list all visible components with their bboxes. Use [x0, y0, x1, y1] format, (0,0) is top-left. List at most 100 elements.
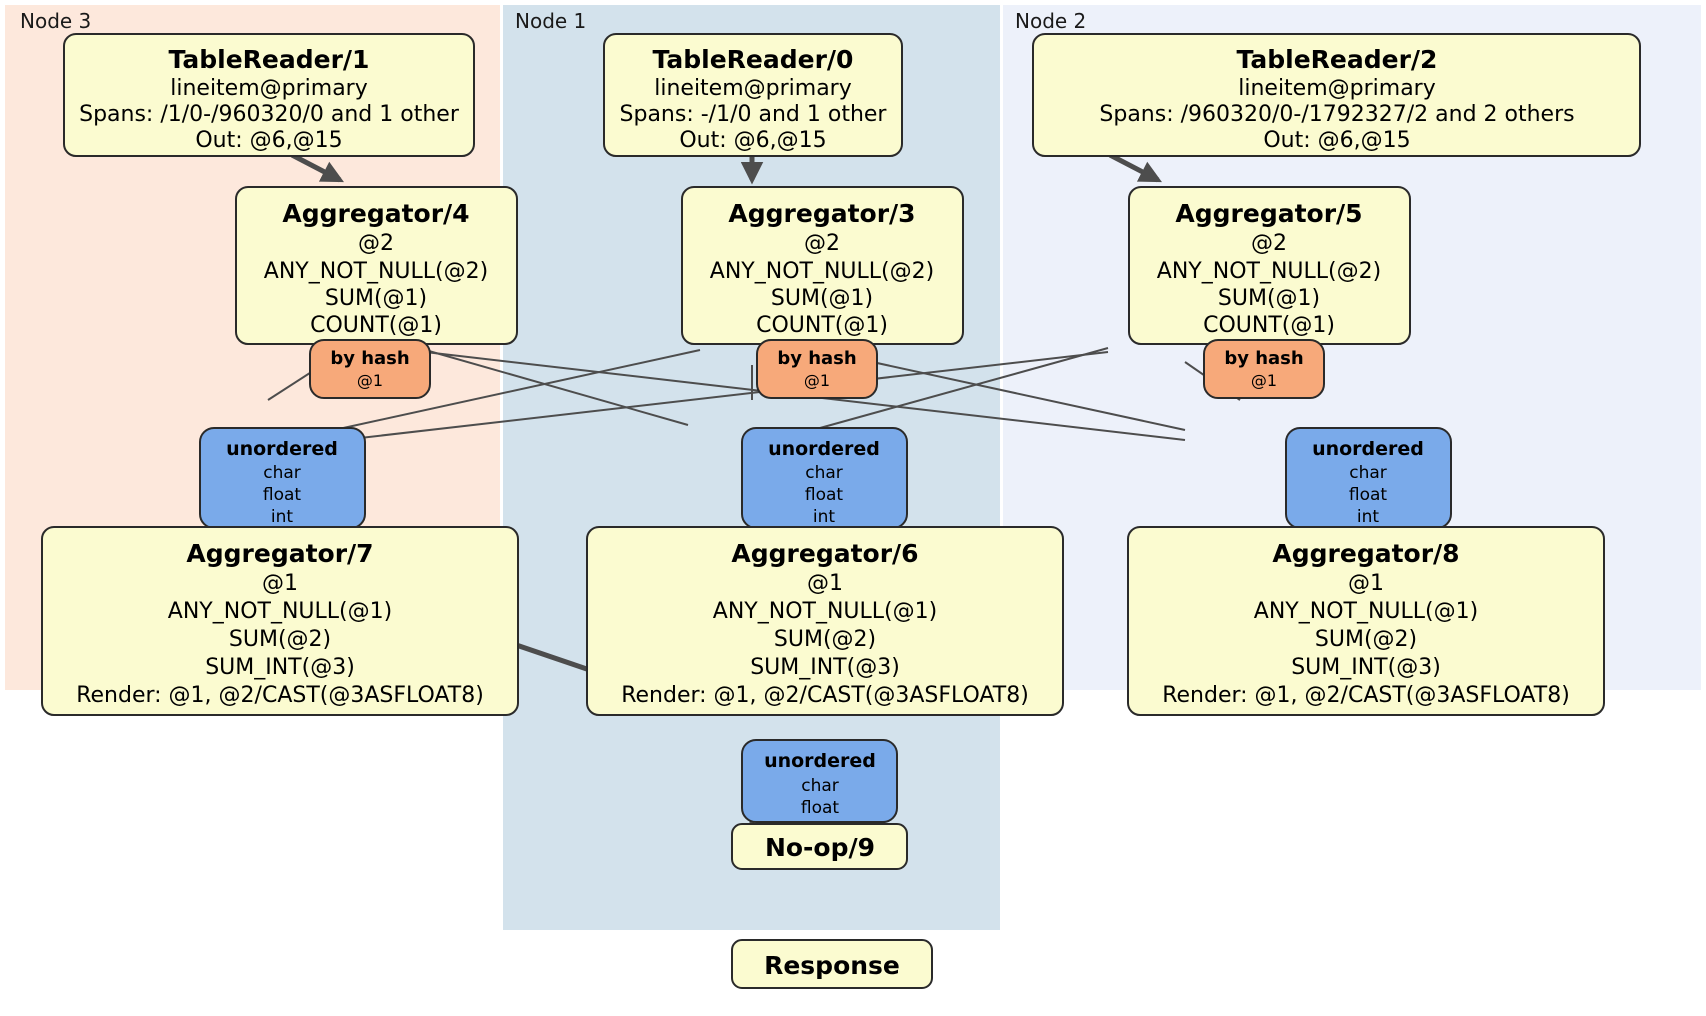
processor-box[interactable]	[731, 823, 908, 870]
processor-box[interactable]	[603, 33, 903, 157]
processor-box[interactable]	[1032, 33, 1641, 157]
processor-line-3: SUM_INT(@3)	[1291, 655, 1441, 680]
processor-title: TableReader/1	[169, 45, 370, 74]
synchronizer-unordered-right[interactable]: unordered char float int	[1285, 427, 1452, 529]
processor-line-0: lineitem@primary	[1238, 76, 1436, 101]
router-box[interactable]	[1203, 339, 1325, 399]
router-title: by hash	[330, 348, 409, 369]
processor-line-3: COUNT(@1)	[310, 313, 442, 338]
processor-aggregator-8[interactable]: Aggregator/8 @1 ANY_NOT_NULL(@1) SUM(@2)…	[1127, 526, 1605, 716]
processor-box[interactable]	[41, 526, 519, 716]
processor-box[interactable]	[1127, 526, 1605, 716]
synchronizer-title: unordered	[768, 438, 880, 460]
node-label-node2: Node 2	[1015, 9, 1086, 33]
processor-line-0: @1	[262, 571, 298, 596]
processor-aggregator-3[interactable]: Aggregator/3 @2 ANY_NOT_NULL(@2) SUM(@1)…	[681, 186, 964, 345]
processor-line-0: @1	[1348, 571, 1384, 596]
processor-line-2: Out: @6,@15	[679, 128, 826, 153]
processor-line-0: lineitem@primary	[170, 76, 368, 101]
processor-line-3: COUNT(@1)	[756, 313, 888, 338]
edge-byhash-center-to-unordered-left	[324, 349, 701, 433]
processor-line-4: Render: @1, @2/CAST(@3ASFLOAT8)	[76, 683, 484, 708]
synchronizer-line-1: float	[801, 798, 840, 818]
processor-box[interactable]	[731, 939, 933, 989]
processor-title: Response	[764, 951, 900, 980]
processor-line-1: Spans: /960320/0-/1792327/2 and 2 others	[1099, 102, 1574, 127]
synchronizer-unordered-center[interactable]: unordered char float int	[741, 427, 908, 529]
processor-line-2: SUM(@1)	[771, 286, 873, 311]
node-label-node1: Node 1	[515, 9, 586, 33]
synchronizer-line-1: float	[263, 485, 302, 505]
processor-title: Aggregator/5	[1175, 199, 1362, 228]
processor-line-3: SUM_INT(@3)	[750, 655, 900, 680]
synchronizer-box[interactable]	[741, 739, 898, 823]
edge-byhash-right-to-unordered-center	[819, 347, 1109, 429]
processor-title: Aggregator/3	[728, 199, 915, 228]
processor-line-0: @2	[358, 231, 394, 256]
router-by-hash-right[interactable]: by hash @1	[1203, 339, 1325, 399]
processor-line-2: SUM(@2)	[229, 627, 331, 652]
processor-line-0: @1	[807, 571, 843, 596]
processor-line-0: lineitem@primary	[654, 76, 852, 101]
router-box[interactable]	[309, 339, 431, 399]
synchronizer-line-0: char	[1349, 463, 1387, 483]
processor-aggregator-5[interactable]: Aggregator/5 @2 ANY_NOT_NULL(@2) SUM(@1)…	[1128, 186, 1411, 345]
synchronizer-line-0: char	[263, 463, 301, 483]
synchronizer-line-1: float	[805, 485, 844, 505]
edge-tablereader2-to-aggregator5	[1108, 152, 1162, 183]
synchronizer-line-2: int	[1357, 507, 1379, 527]
router-title: by hash	[1224, 348, 1303, 369]
processor-line-1: Spans: -/1/0 and 1 other	[620, 102, 888, 127]
processor-line-3: COUNT(@1)	[1203, 313, 1335, 338]
processor-title: Aggregator/6	[731, 539, 918, 568]
processor-noop-9[interactable]: No-op/9	[731, 823, 908, 870]
synchronizer-line-2: int	[813, 507, 835, 527]
processor-line-3: SUM_INT(@3)	[205, 655, 355, 680]
processor-line-2: Out: @6,@15	[195, 128, 342, 153]
router-line-0: @1	[357, 371, 383, 390]
synchronizer-title: unordered	[1312, 438, 1424, 460]
router-by-hash-center[interactable]: by hash @1	[756, 339, 878, 399]
edge-tablereader1-to-aggregator4	[290, 152, 344, 183]
processor-line-1: ANY_NOT_NULL(@2)	[264, 259, 488, 284]
processor-line-1: Spans: /1/0-/960320/0 and 1 other	[79, 102, 460, 127]
edge-byhash-right-to-unordered-left	[324, 351, 1109, 443]
processor-aggregator-4[interactable]: Aggregator/4 @2 ANY_NOT_NULL(@2) SUM(@1)…	[235, 186, 518, 345]
processor-line-2: SUM(@2)	[1315, 627, 1417, 652]
processor-table-reader-0[interactable]: TableReader/0 lineitem@primary Spans: -/…	[603, 33, 903, 157]
processor-aggregator-6[interactable]: Aggregator/6 @1 ANY_NOT_NULL(@1) SUM(@2)…	[586, 526, 1064, 716]
router-line-0: @1	[1251, 371, 1277, 390]
processor-line-4: Render: @1, @2/CAST(@3ASFLOAT8)	[621, 683, 1029, 708]
processor-line-0: @2	[804, 231, 840, 256]
processor-line-1: ANY_NOT_NULL(@2)	[710, 259, 934, 284]
router-box[interactable]	[756, 339, 878, 399]
synchronizer-line-0: char	[801, 776, 839, 796]
edge-byhash-left-to-unordered-center	[407, 344, 689, 426]
processor-title: No-op/9	[765, 833, 875, 862]
processor-aggregator-7[interactable]: Aggregator/7 @1 ANY_NOT_NULL(@1) SUM(@2)…	[41, 526, 519, 716]
processor-table-reader-2[interactable]: TableReader/2 lineitem@primary Spans: /9…	[1032, 33, 1641, 157]
processor-title: Aggregator/4	[282, 199, 469, 228]
processor-line-4: Render: @1, @2/CAST(@3ASFLOAT8)	[1162, 683, 1570, 708]
processor-line-1: ANY_NOT_NULL(@1)	[1254, 599, 1478, 624]
synchronizer-line-1: float	[1349, 485, 1388, 505]
node-region-labels: Node 3 Node 1 Node 2	[20, 9, 1086, 33]
processor-line-2: SUM(@2)	[774, 627, 876, 652]
processor-title: TableReader/2	[1237, 45, 1438, 74]
router-by-hash-left[interactable]: by hash @1	[309, 339, 431, 399]
processor-line-2: Out: @6,@15	[1263, 128, 1410, 153]
processor-title: Aggregator/8	[1272, 539, 1459, 568]
synchronizer-unordered-final[interactable]: unordered char float	[741, 739, 898, 823]
processor-box[interactable]	[63, 33, 475, 157]
processor-line-1: ANY_NOT_NULL(@1)	[168, 599, 392, 624]
processor-table-reader-1[interactable]: TableReader/1 lineitem@primary Spans: /1…	[63, 33, 475, 157]
processor-line-0: @2	[1251, 231, 1287, 256]
processor-box[interactable]	[586, 526, 1064, 716]
processor-response[interactable]: Response	[731, 939, 933, 989]
synchronizer-line-0: char	[805, 463, 843, 483]
synchronizer-unordered-left[interactable]: unordered char float int	[199, 427, 366, 529]
node-label-node3: Node 3	[20, 9, 91, 33]
synchronizer-title: unordered	[226, 438, 338, 460]
processor-title: TableReader/0	[653, 45, 854, 74]
